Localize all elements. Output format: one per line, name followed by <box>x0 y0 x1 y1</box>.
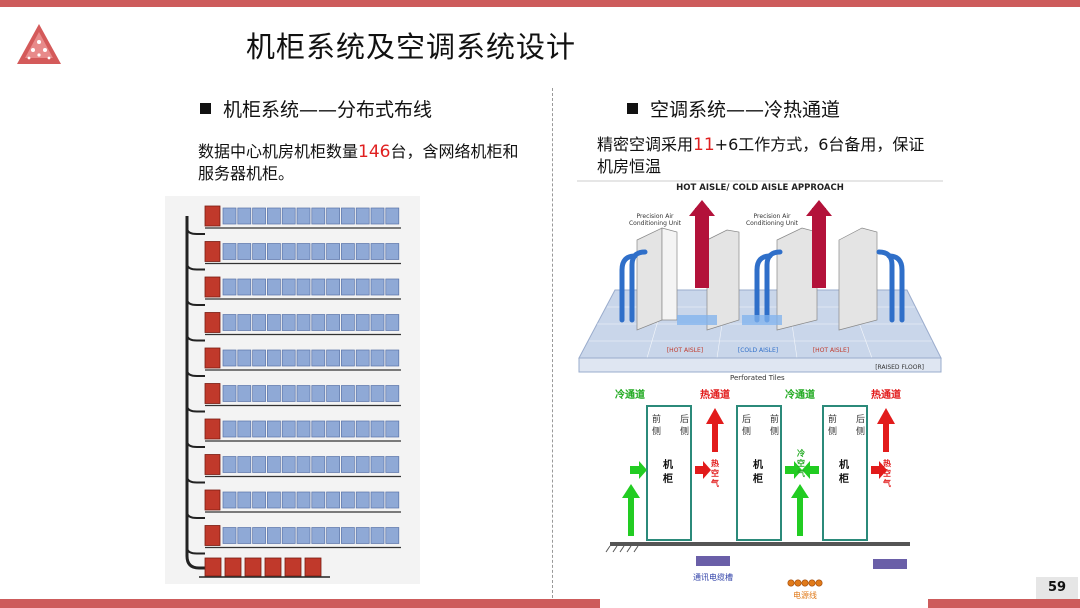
hot-channel-label-2: 热通道 <box>871 388 901 401</box>
ac-unit-label-right-1: Precision Air <box>754 213 791 220</box>
top-accent-bar <box>0 0 1080 7</box>
svg-text:侧: 侧 <box>828 425 837 437</box>
hot-cold-aisle-diagram: HOT AISLE/ COLD AISLE APPROACH <box>577 180 943 373</box>
triangle-logo-icon <box>17 24 61 64</box>
svg-text:前: 前 <box>828 413 837 425</box>
cold-channel-label-2: 冷通道 <box>785 388 815 401</box>
svg-text:侧: 侧 <box>770 425 779 437</box>
ac-unit-label-right-2: Conditioning Unit <box>746 220 799 227</box>
red-cabinet <box>264 557 282 577</box>
svg-text:空: 空 <box>797 458 805 468</box>
svg-text:热: 热 <box>883 458 891 468</box>
page-number: 59 <box>1036 577 1078 599</box>
svg-text:气: 气 <box>796 468 805 478</box>
svg-text:后: 后 <box>742 414 751 425</box>
left-heading-text: 机柜系统——分布式布线 <box>223 99 433 121</box>
svg-text:前: 前 <box>770 413 779 425</box>
svg-text:空: 空 <box>711 468 719 478</box>
comm-tray-label: 通讯电缆槽 <box>693 572 733 582</box>
red-cabinet <box>224 557 242 577</box>
right-desc-pre: 精密空调采用 <box>597 135 694 154</box>
rack-row <box>186 205 401 235</box>
hot-aisle-label-left: [HOT AISLE] <box>667 347 703 354</box>
rack-row <box>186 418 401 448</box>
svg-text:侧: 侧 <box>742 425 751 437</box>
svg-text:机: 机 <box>839 458 849 471</box>
perforated-tiles-label: Perforated Tiles <box>730 374 785 382</box>
cold-channel-label-1: 冷通道 <box>615 388 645 401</box>
trunk-cable <box>185 216 205 570</box>
left-description: 数据中心机房机柜数量146台，含网络机柜和服务器机柜。 <box>198 141 528 184</box>
cold-aisle-label: [COLD AISLE] <box>738 347 778 354</box>
bullet-square-icon <box>200 103 211 114</box>
rack-layout-diagram <box>185 205 401 578</box>
svg-text:气: 气 <box>710 478 719 488</box>
right-heading: 空调系统——冷热通道 <box>627 95 840 122</box>
svg-text:冷: 冷 <box>797 448 805 458</box>
center-divider <box>552 88 553 598</box>
svg-text:柜: 柜 <box>662 472 673 485</box>
svg-text:气: 气 <box>882 478 891 488</box>
raised-floor-label: [RAISED FLOOR] <box>875 364 924 371</box>
svg-text:热: 热 <box>711 458 719 468</box>
rack-row <box>186 454 401 484</box>
rack-row <box>186 383 401 413</box>
left-desc-post: 台，含网络机柜和服务器机柜。 <box>198 142 519 183</box>
channel-flow-diagram: 冷通道 热通道 冷通道 热通道 前侧 后侧 后侧 前侧 前侧 后侧 机柜 机柜 … <box>605 388 910 600</box>
power-line-label: 电源线 <box>793 590 817 600</box>
svg-text:侧: 侧 <box>856 425 865 437</box>
svg-text:柜: 柜 <box>752 472 763 485</box>
rack-row <box>186 489 401 519</box>
rack-row <box>186 241 401 271</box>
rack-row <box>186 525 401 555</box>
slide-title: 机柜系统及空调系统设计 <box>246 30 577 64</box>
svg-text:侧: 侧 <box>680 425 689 437</box>
rack-row <box>186 312 401 342</box>
red-cabinet <box>204 557 222 577</box>
bottom-accent-bar-left <box>0 599 600 608</box>
cabinet-count: 146 <box>358 142 391 162</box>
ac-unit-label-left-2: Conditioning Unit <box>629 220 682 227</box>
svg-text:侧: 侧 <box>652 425 661 437</box>
hot-channel-label-1: 热通道 <box>700 388 730 401</box>
aisle-title: HOT AISLE/ COLD AISLE APPROACH <box>676 183 844 193</box>
ac-working-count: 11 <box>693 135 715 155</box>
red-cabinet <box>244 557 262 577</box>
svg-text:空: 空 <box>883 468 891 478</box>
svg-text:柜: 柜 <box>838 472 849 485</box>
right-description: 精密空调采用11+6工作方式，6台备用，保证机房恒温 <box>597 134 937 177</box>
svg-text:机: 机 <box>753 458 763 471</box>
bottom-accent-bar-right <box>928 599 1080 608</box>
right-desc-post: +6工作方式，6台备用，保证机房恒温 <box>597 135 925 176</box>
rack-layout-figure <box>165 196 420 584</box>
svg-text:后: 后 <box>856 414 865 425</box>
svg-text:机: 机 <box>663 458 673 471</box>
bullet-square-icon <box>627 103 638 114</box>
rack-row <box>186 347 401 377</box>
channel-flow-figure: 冷通道 热通道 冷通道 热通道 前侧 后侧 后侧 前侧 前侧 后侧 机柜 机柜 … <box>605 384 915 604</box>
right-heading-text: 空调系统——冷热通道 <box>650 99 841 121</box>
svg-text:前: 前 <box>652 413 661 425</box>
svg-text:后: 后 <box>680 414 689 425</box>
hot-aisle-label-right: [HOT AISLE] <box>813 347 849 354</box>
ac-unit-label-left-1: Precision Air <box>637 213 674 220</box>
left-heading: 机柜系统——分布式布线 <box>200 95 432 122</box>
hot-cold-aisle-figure: HOT AISLE/ COLD AISLE APPROACH <box>577 180 943 374</box>
left-desc-pre: 数据中心机房机柜数量 <box>198 142 359 161</box>
rack-row <box>186 276 401 306</box>
red-cabinet <box>304 557 322 577</box>
red-cabinet <box>284 557 302 577</box>
